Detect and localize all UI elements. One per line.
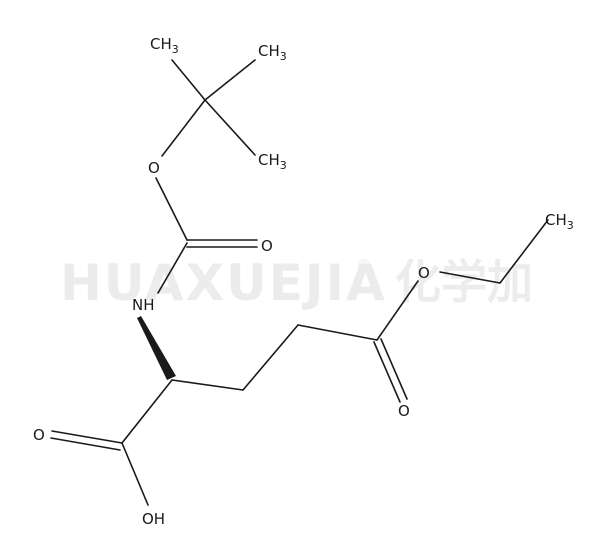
atom-ch3-ethyl: CH3 <box>545 211 574 232</box>
atom-o-ether-boc: O <box>148 159 160 177</box>
atom-nh: NH <box>132 296 155 314</box>
atom-labels: CH3 CH3 CH3 CH3 O O NH O O O OH <box>33 35 574 528</box>
watermark-latin: HUAXUEJIA <box>60 254 387 312</box>
watermark-chinese: 化学加 <box>395 255 533 309</box>
bond-ch3-1 <box>171 59 206 101</box>
atom-o-carbonyl-acid: O <box>33 426 45 444</box>
watermark-registered-mark: ® <box>356 256 371 274</box>
bond-oether-ch2 <box>439 271 501 284</box>
atom-ch3-1: CH3 <box>150 35 179 56</box>
watermark: HUAXUEJIA ® 化学加 <box>60 254 533 312</box>
bond-ccarbonyl-n <box>157 242 188 294</box>
bond-wedge-n-calpha <box>137 316 176 380</box>
atom-ch3-2: CH3 <box>258 42 287 63</box>
bond-acid-double-a <box>51 430 123 444</box>
bonds <box>50 59 549 506</box>
bond-calpha-cacid <box>121 379 173 444</box>
bond-calpha-cbeta <box>171 379 244 391</box>
atom-oh: OH <box>142 510 165 528</box>
atom-o-carbonyl-ester: O <box>398 402 410 420</box>
bond-ester-double-b <box>380 338 408 400</box>
bond-ch3-2 <box>204 59 256 101</box>
bond-ester-double-a <box>373 341 401 403</box>
bond-acid-double-b <box>50 437 121 451</box>
bond-cacid-oh <box>121 442 149 506</box>
bond-cester-oether <box>376 280 419 341</box>
atom-ch3-3: CH3 <box>258 151 287 172</box>
atom-o-ether-ester: O <box>418 264 430 282</box>
bond-ch2-ch3 <box>499 219 549 284</box>
bond-oether-ccarbonyl <box>155 177 188 241</box>
atom-o-carbonyl-boc: O <box>261 237 273 255</box>
bond-cbeta-cgamma <box>242 324 299 391</box>
bond-cgamma-cester <box>297 324 378 341</box>
bond-cq-oether <box>161 99 206 157</box>
bond-ch3-3 <box>204 99 256 156</box>
